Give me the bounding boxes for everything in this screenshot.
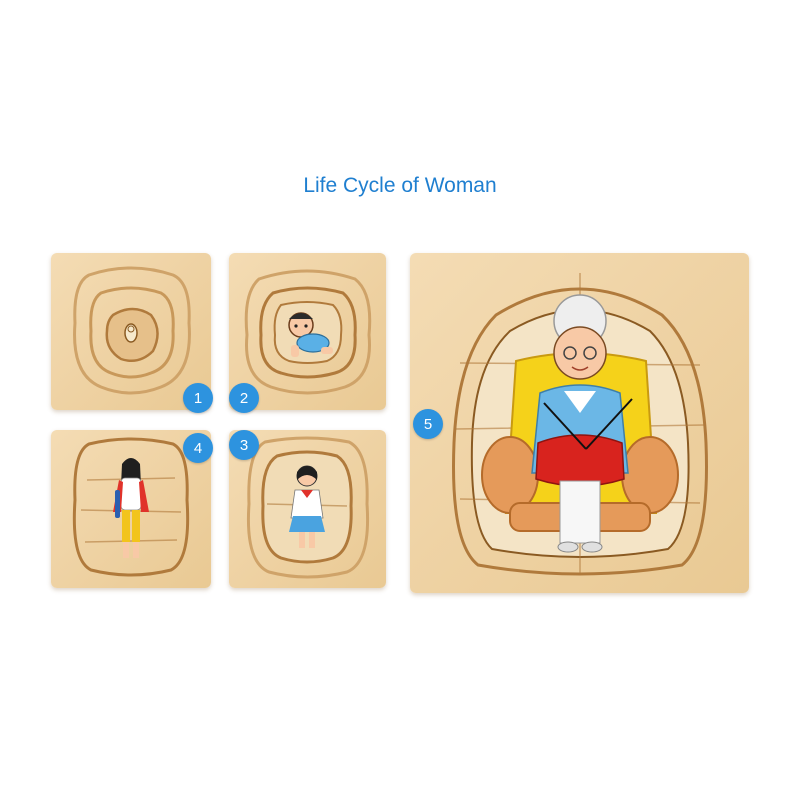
puzzle-board-stage-4 xyxy=(51,430,211,588)
stage-badge-3: 3 xyxy=(229,430,259,460)
schoolgirl-icon xyxy=(246,436,370,579)
stage-badge-4: 4 xyxy=(183,433,213,463)
crawling-baby-icon xyxy=(244,269,372,395)
stage-badge-1: 1 xyxy=(183,383,213,413)
puzzle-board-stage-5 xyxy=(410,253,749,593)
stage-badge-5: 5 xyxy=(413,409,443,439)
nested-layers-icon xyxy=(73,266,191,395)
puzzle-board-stage-3 xyxy=(229,430,386,588)
stage-badge-2: 2 xyxy=(229,383,259,413)
young-woman-icon xyxy=(72,437,190,577)
puzzle-board-stage-1 xyxy=(51,253,211,410)
page-title: Life Cycle of Woman xyxy=(303,174,497,197)
puzzle-board-stage-2 xyxy=(229,253,386,410)
grandmother-knitting-icon xyxy=(452,273,708,576)
